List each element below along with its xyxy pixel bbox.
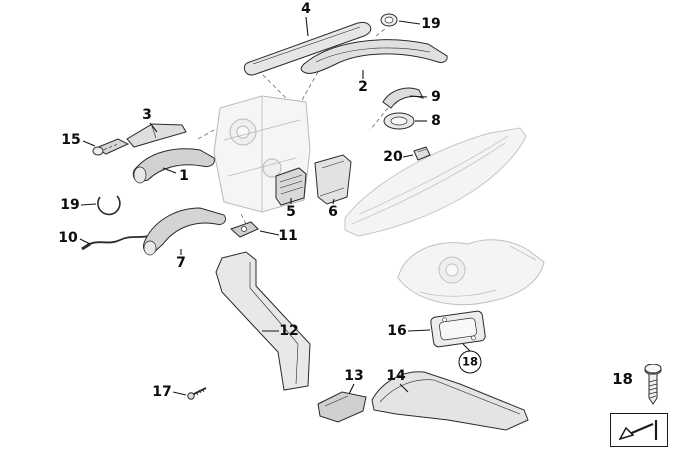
dashboard-panel-drawing: [344, 127, 527, 237]
part-12-drawing: [215, 251, 311, 391]
part-13-drawing: [317, 391, 367, 423]
part-17-drawing: [187, 387, 207, 400]
part-6-drawing: [314, 154, 352, 205]
callout-1[interactable]: 1: [179, 168, 189, 184]
callout-3[interactable]: 3: [142, 107, 152, 123]
part-7-drawing: [143, 207, 227, 256]
part-5-drawing: [275, 167, 307, 206]
callout-19[interactable]: 19: [60, 197, 80, 213]
part-4-drawing: [243, 21, 372, 76]
callout-8[interactable]: 8: [431, 113, 441, 129]
fastener-legend: 18: [601, 364, 677, 447]
part-19-left-drawing: [97, 195, 121, 216]
part-1-drawing: [132, 148, 215, 184]
part-15-drawing: [92, 138, 130, 156]
callout-7[interactable]: 7: [176, 255, 186, 271]
callout-17[interactable]: 17: [152, 384, 172, 400]
part-9-drawing: [382, 87, 424, 109]
callout-11[interactable]: 11: [278, 228, 298, 244]
part-19-top-drawing: [380, 13, 398, 27]
callout-15[interactable]: 15: [61, 132, 81, 148]
part-3-drawing: [126, 123, 187, 148]
callout-13[interactable]: 13: [344, 368, 364, 384]
callout-19[interactable]: 19: [421, 16, 441, 32]
direction-arrow-icon: [618, 420, 658, 441]
part-2-drawing: [300, 39, 448, 74]
callout-12[interactable]: 12: [279, 323, 299, 339]
part-11-drawing: [230, 221, 259, 238]
callout-14[interactable]: 14: [386, 368, 406, 384]
callout-18-circled[interactable]: 18: [458, 350, 482, 374]
callout-16[interactable]: 16: [387, 323, 407, 339]
part-8-drawing: [383, 112, 415, 130]
legend-part-number: 18: [612, 370, 633, 388]
callout-20[interactable]: 20: [383, 149, 403, 165]
callout-9[interactable]: 9: [431, 89, 441, 105]
rear-unit-drawing: [397, 239, 545, 306]
callout-4[interactable]: 4: [301, 1, 311, 17]
callout-5[interactable]: 5: [286, 204, 296, 220]
callout-2[interactable]: 2: [358, 79, 368, 95]
direction-arrow-box: [610, 413, 668, 447]
part-16-drawing: [430, 310, 486, 348]
legend-row: 18: [612, 364, 666, 408]
callout-6[interactable]: 6: [328, 204, 338, 220]
part-14-drawing: [371, 371, 529, 431]
screw-icon: [644, 364, 662, 405]
part-20-drawing: [413, 146, 431, 161]
callout-10[interactable]: 10: [58, 230, 78, 246]
